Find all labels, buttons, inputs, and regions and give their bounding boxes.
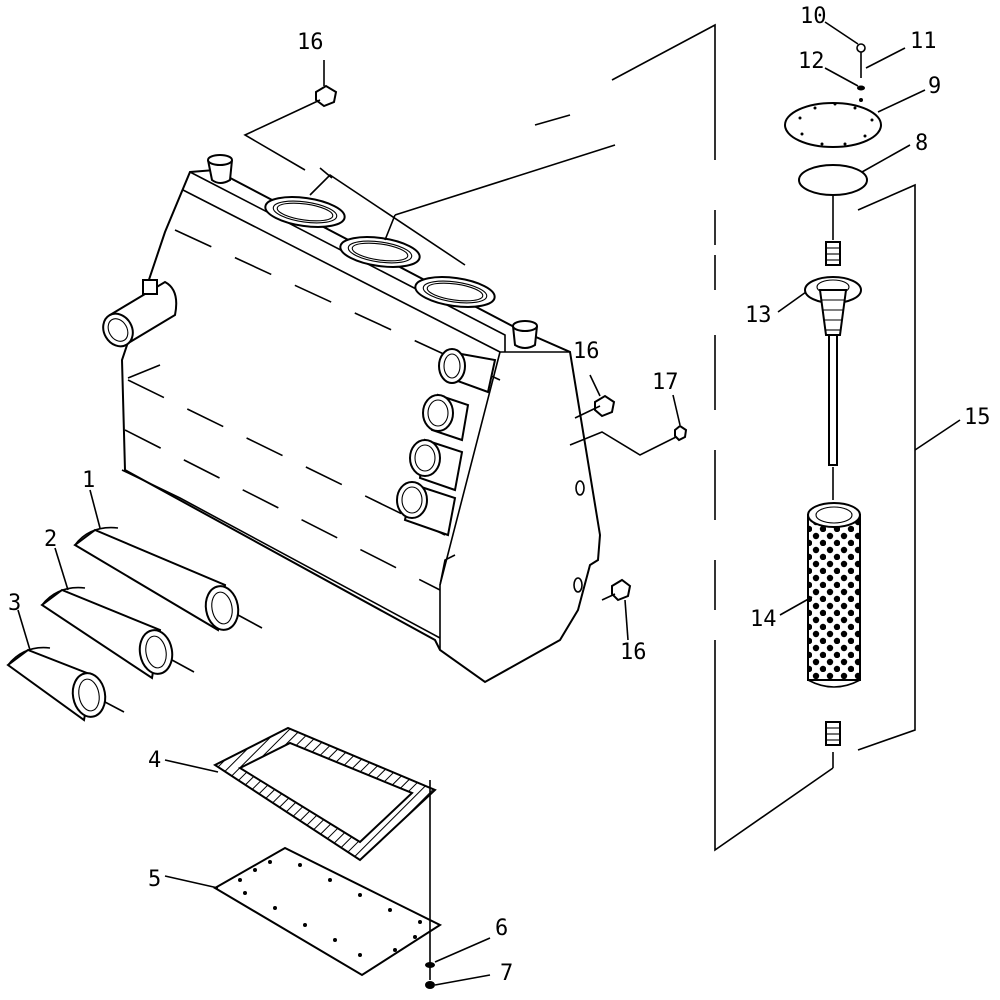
callout-8: 8 [915, 131, 928, 156]
callout-13: 13 [745, 303, 772, 328]
callout-10: 10 [800, 4, 827, 29]
callout-3: 3 [8, 591, 21, 616]
callout-17: 17 [652, 370, 679, 395]
filter-valve [804, 276, 862, 466]
callout-4: 4 [148, 748, 161, 773]
callout-2: 2 [44, 527, 57, 552]
top-opening-3 [414, 276, 496, 308]
gasket [213, 726, 437, 862]
callout-7: 7 [500, 961, 513, 986]
callout-14: 14 [750, 607, 777, 632]
top-port-right [512, 320, 538, 349]
tube-1 [73, 526, 263, 632]
side-port-2 [409, 438, 464, 492]
lock-washer [857, 85, 865, 91]
nut-bottom [611, 578, 632, 602]
cover-plate [213, 846, 443, 977]
callout-16-middle: 16 [573, 339, 600, 364]
plug-17 [674, 424, 688, 442]
side-port-3 [396, 481, 457, 537]
callout-5: 5 [148, 867, 161, 892]
callout-11: 11 [910, 29, 937, 54]
top-opening-2 [339, 236, 421, 268]
top-port-left [207, 154, 233, 184]
o-ring [798, 164, 868, 196]
side-inlet [102, 279, 178, 348]
housing [120, 168, 602, 684]
filter-element [807, 502, 861, 688]
callout-6: 6 [495, 916, 508, 941]
callout-16-bottom: 16 [620, 640, 647, 665]
top-opening-1 [264, 196, 346, 228]
nut-top [315, 84, 338, 108]
callout-15: 15 [964, 405, 991, 430]
spring-bottom [825, 721, 841, 746]
callout-1: 1 [82, 468, 95, 493]
callout-12: 12 [798, 49, 825, 74]
filter-cover [784, 98, 882, 148]
tube-3 [6, 646, 125, 722]
tube-2 [40, 586, 195, 680]
screw [856, 43, 866, 78]
drain-plug [425, 981, 435, 989]
callout-9: 9 [928, 74, 941, 99]
nut-middle [594, 394, 616, 418]
leader-lines [17, 21, 961, 986]
callout-16-top: 16 [297, 30, 324, 55]
spring-top [825, 241, 841, 266]
side-port-1 [422, 393, 470, 442]
side-outlet [438, 348, 497, 394]
